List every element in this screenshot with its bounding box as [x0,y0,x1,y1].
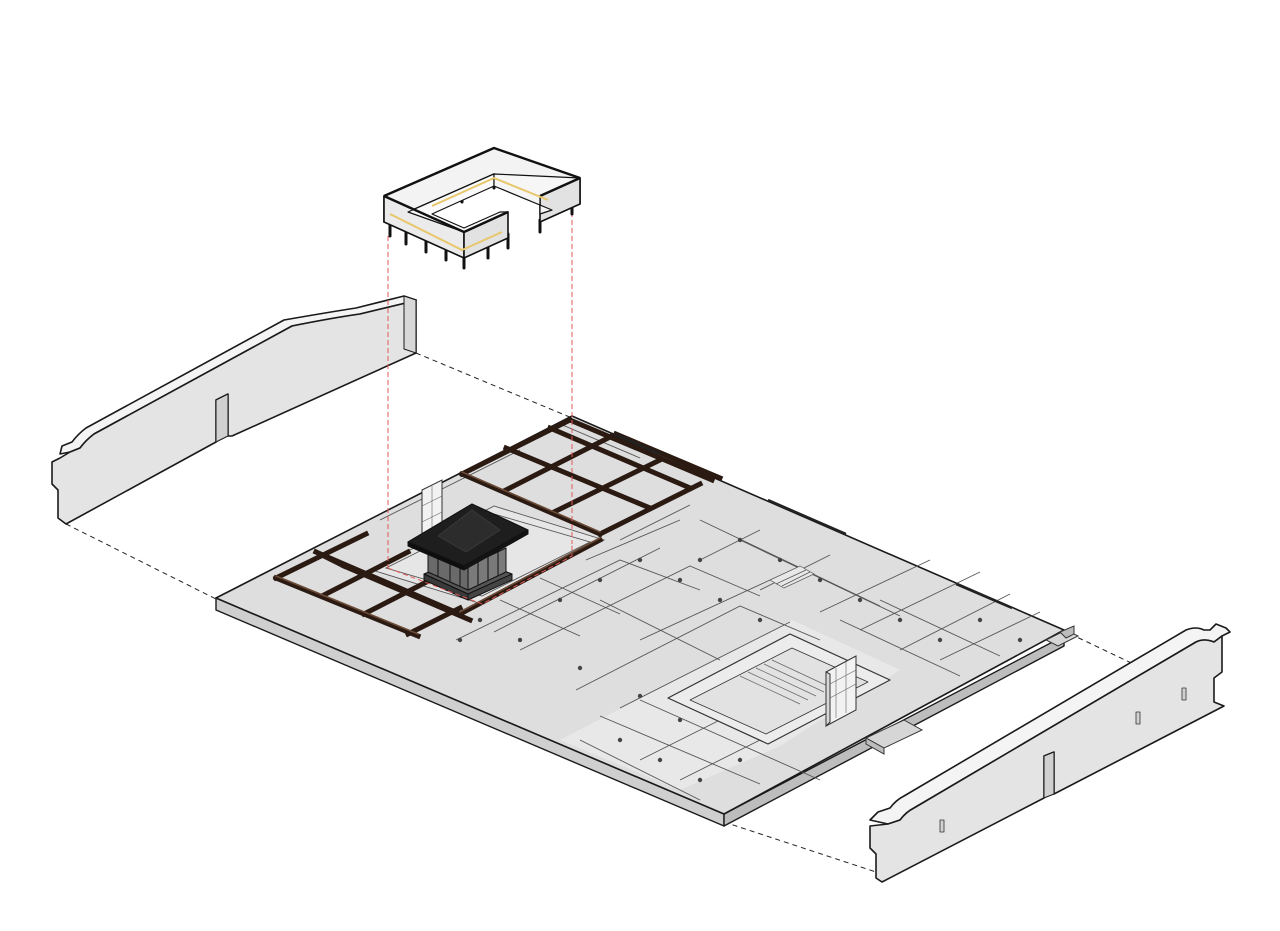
black-projection-lines [65,352,1189,875]
timber-beams [272,416,724,640]
column-markers [457,537,1023,783]
timber-beam-highlights [274,470,602,636]
red-projection-lines [387,212,573,605]
stair-right [769,565,815,589]
right-gable-wall [869,623,1231,883]
central-hall-platform [667,633,891,745]
screen-panel-right [825,655,857,728]
left-gable-wall [51,295,417,525]
courtyard-pavilion [407,503,529,601]
entry-steps [864,625,1080,755]
facade-rails [613,432,1013,610]
upper-floor-frame [383,146,581,270]
ground-floor-slab [215,415,1065,827]
interior-wall-lines [379,423,1041,801]
